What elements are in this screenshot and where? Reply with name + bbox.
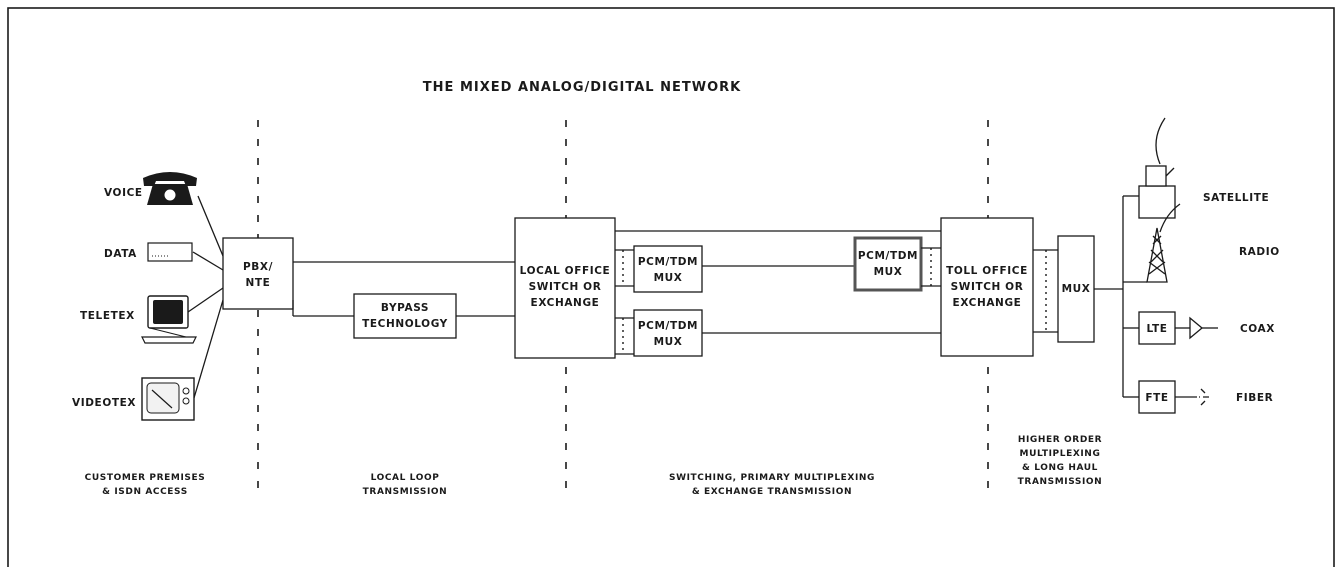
svg-text:SWITCHING, PRIMARY MULTIPLEXIN: SWITCHING, PRIMARY MULTIPLEXING	[669, 473, 875, 483]
fiber-label: FIBER	[1236, 392, 1273, 404]
satellite-label: SATELLITE	[1203, 192, 1269, 204]
toll-office-line2: SWITCH OR	[951, 281, 1024, 293]
mux-right-line2: MUX	[874, 266, 903, 278]
toll-office-switch-box: TOLL OFFICE SWITCH OR EXCHANGE	[941, 218, 1033, 356]
high-order-mux-label: MUX	[1062, 283, 1091, 295]
pcm-tdm-mux-upper-left: PCM/TDM MUX	[615, 246, 702, 292]
section-label-switching: SWITCHING, PRIMARY MULTIPLEXING & EXCHAN…	[669, 473, 875, 497]
section-label-customer: CUSTOMER PREMISES & ISDN ACCESS	[85, 473, 206, 497]
pbx-nte-box: PBX/ NTE	[223, 238, 293, 309]
lte-box: LTE	[1139, 312, 1175, 344]
high-order-mux-box: MUX	[1058, 236, 1094, 342]
videotex-terminal-icon	[142, 378, 194, 420]
toll-office-line1: TOLL OFFICE	[946, 265, 1028, 277]
bypass-label-line2: TECHNOLOGY	[362, 318, 448, 330]
svg-text:& LONG HAUL: & LONG HAUL	[1022, 463, 1098, 473]
pbx-label-line2: NTE	[246, 277, 271, 289]
mux-lower-left-line2: MUX	[654, 336, 683, 348]
satellite-dish-icon	[1139, 118, 1175, 218]
coax-connector-icon	[1190, 318, 1218, 338]
videotex-link	[194, 300, 223, 398]
mux-upper-left-line2: MUX	[654, 272, 683, 284]
section-label-local-loop: LOCAL LOOP TRANSMISSION	[363, 473, 448, 497]
teletex-link	[188, 288, 223, 312]
section-label-higher-order: HIGHER ORDER MULTIPLEXING & LONG HAUL TR…	[1018, 435, 1103, 487]
fte-box: FTE	[1139, 381, 1175, 413]
bypass-technology-box: BYPASS TECHNOLOGY	[354, 294, 456, 338]
svg-text:& EXCHANGE TRANSMISSION: & EXCHANGE TRANSMISSION	[692, 487, 852, 497]
data-terminal-icon	[148, 243, 192, 261]
data-label: DATA	[104, 248, 137, 260]
fte-label: FTE	[1145, 392, 1168, 404]
voice-link	[198, 196, 223, 256]
svg-text:& ISDN ACCESS: & ISDN ACCESS	[102, 487, 188, 497]
svg-text:LOCAL LOOP: LOCAL LOOP	[371, 473, 440, 483]
coax-label: COAX	[1240, 323, 1275, 335]
telephone-icon	[143, 172, 197, 205]
teletex-label: TELETEX	[80, 310, 135, 322]
pcm-tdm-mux-lower-left: PCM/TDM MUX	[615, 310, 702, 356]
local-office-line3: EXCHANGE	[531, 297, 600, 309]
toll-office-line3: EXCHANGE	[953, 297, 1022, 309]
svg-text:CUSTOMER PREMISES: CUSTOMER PREMISES	[85, 473, 206, 483]
teletex-terminal-icon	[142, 296, 196, 343]
voice-label: VOICE	[104, 187, 143, 199]
mux-upper-left-line1: PCM/TDM	[638, 256, 698, 268]
local-office-switch-box: LOCAL OFFICE SWITCH OR EXCHANGE	[515, 218, 615, 358]
mux-right-line1: PCM/TDM	[858, 250, 918, 262]
svg-text:HIGHER ORDER: HIGHER ORDER	[1018, 435, 1102, 445]
local-office-line1: LOCAL OFFICE	[520, 265, 611, 277]
pbx-label-line1: PBX/	[243, 261, 273, 273]
data-link	[193, 252, 223, 270]
local-office-line2: SWITCH OR	[529, 281, 602, 293]
lte-label: LTE	[1146, 323, 1167, 335]
svg-text:TRANSMISSION: TRANSMISSION	[1018, 477, 1103, 487]
svg-text:TRANSMISSION: TRANSMISSION	[363, 487, 448, 497]
fiber-light-icon	[1199, 389, 1209, 405]
mux-lower-left-line1: PCM/TDM	[638, 320, 698, 332]
svg-text:MULTIPLEXING: MULTIPLEXING	[1020, 449, 1101, 459]
videotex-label: VIDEOTEX	[72, 397, 136, 409]
radio-label: RADIO	[1239, 246, 1280, 258]
diagram-title: THE MIXED ANALOG/DIGITAL NETWORK	[423, 80, 741, 95]
pcm-tdm-mux-right: PCM/TDM MUX	[855, 238, 941, 290]
bypass-label-line1: BYPASS	[381, 302, 429, 314]
